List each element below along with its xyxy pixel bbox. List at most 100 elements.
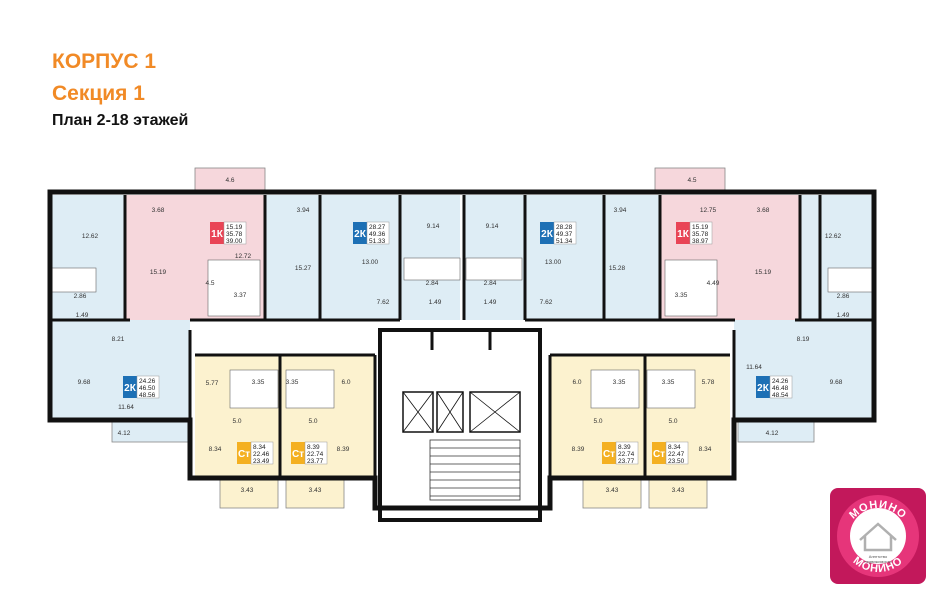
room-area-label: 15.19 (150, 269, 167, 276)
fill-studios-right (550, 355, 730, 478)
badge-area-value: 46.48 (772, 385, 789, 392)
apartment-fills (50, 167, 874, 509)
bath-center-left (403, 257, 461, 281)
badge-area-value: 24.26 (139, 378, 156, 385)
section-title: Секция 1 (52, 82, 145, 105)
room-area-label: 3.43 (672, 487, 685, 494)
badge-area-value: 39.00 (226, 238, 243, 245)
room-area-label: 1.49 (837, 312, 850, 319)
fill-2k-center-left (320, 195, 460, 320)
badge-area-value: 22.74 (307, 451, 324, 458)
room-area-label: 6.0 (572, 379, 581, 386)
fill-2k-left (50, 320, 190, 420)
room-area-label: 15.19 (755, 269, 772, 276)
room-area-label: 11.64 (118, 404, 134, 411)
bath-top-left (51, 267, 97, 293)
badge-type-label: 1К (211, 229, 224, 240)
room-area-label: 11.64 (746, 364, 762, 371)
badge-type-box (756, 376, 770, 398)
badge-area-value: 8.39 (618, 444, 631, 451)
room-area-label: 6.0 (341, 379, 350, 386)
room-area-label: 9.68 (830, 379, 843, 386)
bath-center-right (465, 257, 523, 281)
room-area-label: 3.68 (757, 207, 770, 214)
room-area-label: 5.0 (668, 418, 677, 425)
badge-area-value: 8.39 (307, 444, 320, 451)
badge-type-box (291, 442, 305, 464)
badge-area-value: 48.56 (139, 392, 156, 399)
badge-area-value: 28.28 (556, 224, 573, 231)
room-area-label: 8.19 (797, 336, 810, 343)
badge-area-box (689, 221, 713, 245)
stairs (429, 439, 521, 501)
badge-area-value: 8.34 (253, 444, 266, 451)
badge-type-box (353, 222, 367, 244)
badge-area-value: 22.47 (668, 451, 685, 458)
room-area-label: 12.75 (700, 207, 717, 214)
bath-st-4 (646, 369, 696, 409)
badge-area-value: 15.19 (226, 224, 243, 231)
bath-1k-left (207, 259, 261, 317)
bath-st-1 (229, 369, 279, 409)
plan-title: План 2-18 этажей (52, 112, 189, 129)
badge-area-box (136, 375, 160, 399)
badge-type-box (237, 442, 251, 464)
badge-area-value: 23.50 (668, 458, 685, 465)
room-area-label: 1.49 (76, 312, 89, 319)
walls (47, 189, 877, 522)
room-area-label: 4.6 (225, 177, 234, 184)
badge-type-label: 1К (677, 229, 690, 240)
badge-area-value: 22.74 (618, 451, 635, 458)
bath-st-3 (590, 369, 640, 409)
room-area-label: 5.0 (308, 418, 317, 425)
room-area-label: 3.43 (241, 487, 254, 494)
badge-type-box (652, 442, 666, 464)
badge-type-label: Ст (238, 449, 250, 460)
badge-type-label: Ст (653, 449, 665, 460)
balcony-st-4 (648, 477, 708, 509)
room-area-label: 8.21 (112, 336, 125, 343)
badge-type-label: 2К (541, 229, 554, 240)
badge-area-value: 38.97 (692, 238, 709, 245)
apartment-badges: 1К15.1935.7839.002К28.2749.3651.332К28.2… (123, 221, 793, 465)
badge-type-box (676, 222, 690, 244)
room-area-label: 8.34 (699, 446, 712, 453)
badge-area-value: 15.19 (692, 224, 709, 231)
room-area-label: 9.68 (78, 379, 91, 386)
badge-type-box (540, 222, 554, 244)
badge-area-value: 51.34 (556, 238, 573, 245)
badge-type-label: Ст (603, 449, 615, 460)
room-area-label: 3.35 (675, 292, 688, 299)
badge-area-value: 28.27 (369, 224, 386, 231)
bath-top-right (827, 267, 873, 293)
room-area-label: 2.86 (837, 293, 850, 300)
room-area-label: 8.39 (337, 446, 350, 453)
badge-type-label: Ст (292, 449, 304, 460)
room-area-label: 4.12 (766, 430, 779, 437)
badge-type-box (123, 376, 137, 398)
badge-area-box (366, 221, 390, 245)
room-area-label: 3.68 (152, 207, 165, 214)
room-area-label: 5.77 (206, 380, 219, 387)
bath-1k-right (664, 259, 718, 317)
badge-type-box (210, 222, 224, 244)
room-labels: 4.63.6812.6212.7215.193.9415.279.1413.00… (74, 177, 850, 494)
badge-area-box (304, 441, 328, 465)
badge-area-box (223, 221, 247, 245)
monino-logo: МОНИНО МОНИНО Агентство недвижимости (830, 488, 926, 584)
room-area-label: 3.35 (613, 379, 626, 386)
room-area-label: 15.28 (609, 265, 626, 272)
badge-area-value: 51.33 (369, 238, 386, 245)
logo-caption-2: недвижимости (865, 559, 892, 564)
